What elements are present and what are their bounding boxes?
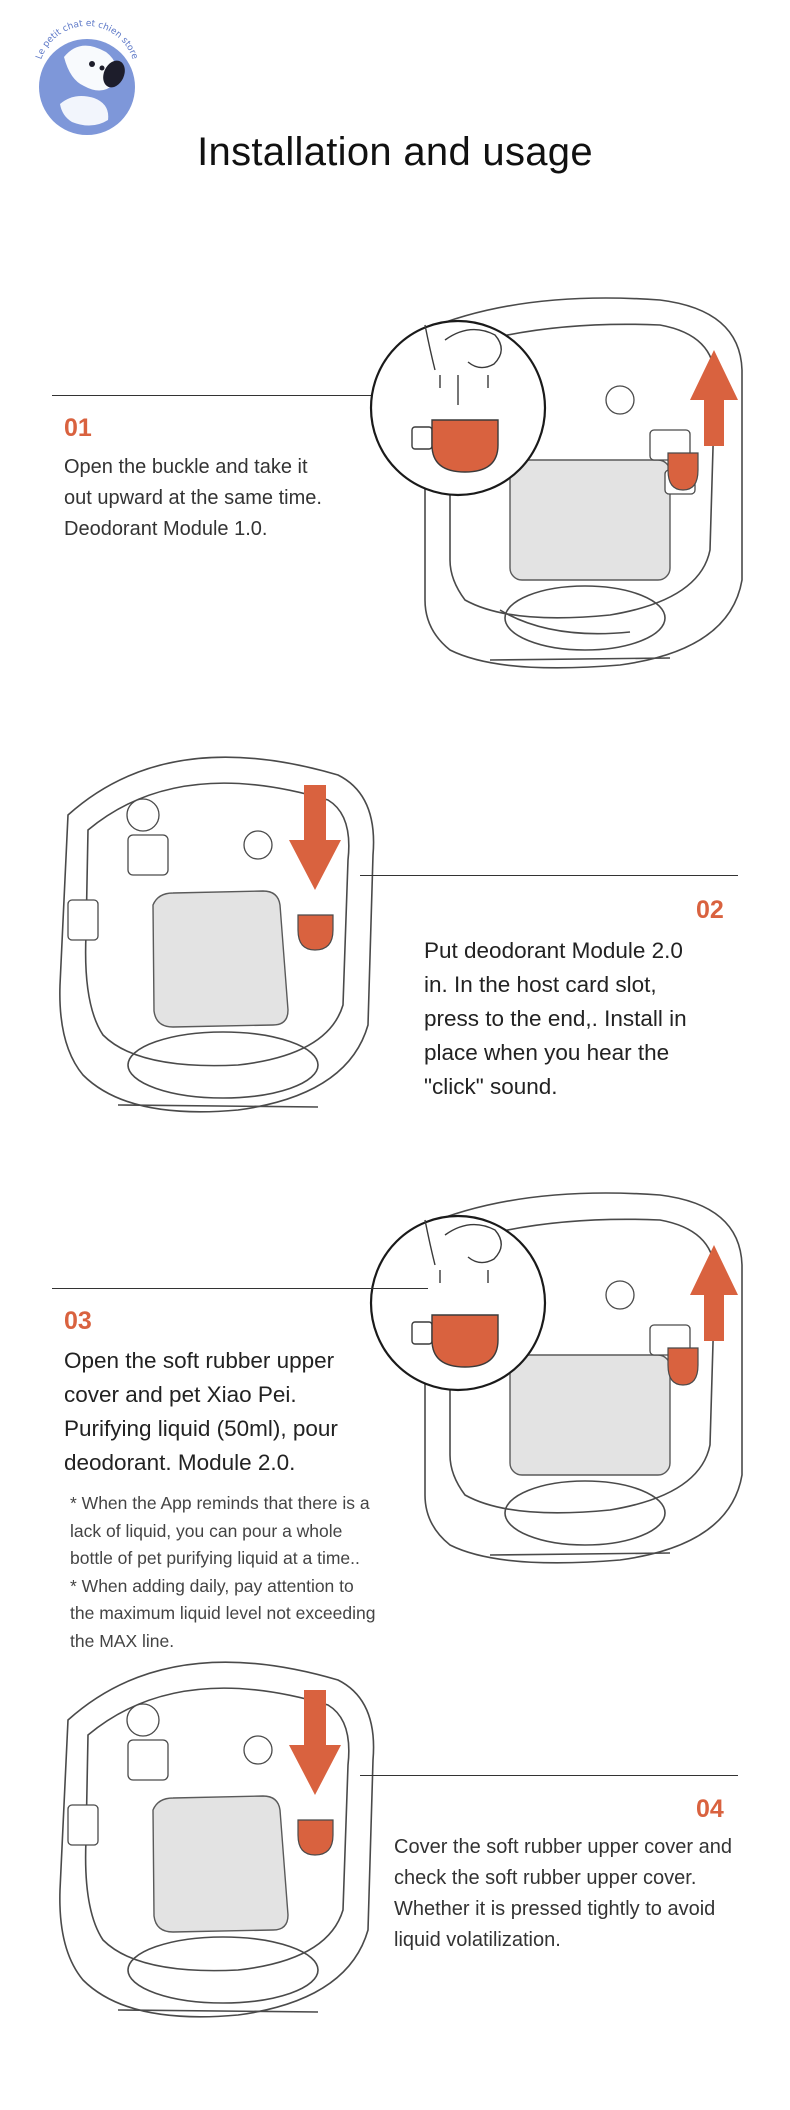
arrow-down-icon: [289, 785, 341, 890]
step-1-illustration: [369, 297, 743, 669]
step-2-line-4: place when you hear the: [424, 1040, 670, 1065]
step-4-module: [297, 1819, 334, 1856]
arrow-down-icon: [289, 1690, 341, 1795]
step-3-note-1: * When the App reminds that there is a: [70, 1493, 370, 1513]
step-4-line-2: check the soft rubber upper cover.: [394, 1867, 697, 1889]
step-3-note-6: the MAX line.: [70, 1630, 175, 1651]
step-3-line-4: deodorant. Module 2.0.: [64, 1450, 296, 1475]
step-3-illustration: [369, 1192, 743, 1564]
step-3-note-4: * When adding daily, pay attention to: [70, 1575, 354, 1596]
step-4-number: 04: [696, 1795, 724, 1823]
step-3-divider: [52, 1288, 428, 1289]
step-1-line-3: Deodorant Module 1.0.: [64, 518, 268, 540]
step-2-line-3: press to the end,. Install in: [424, 1006, 687, 1031]
step-2-line-1: Put deodorant Module 2.0: [424, 938, 683, 963]
step-3-zoom-circle: [369, 1214, 547, 1392]
step-1-module-zoom: [431, 419, 499, 473]
step-1-description: Open the buckle and take it out upward a…: [64, 452, 322, 545]
step-3-number: 03: [64, 1307, 92, 1335]
step-2-line-5: "click" sound.: [424, 1074, 558, 1099]
step-2-filter-pad: [152, 890, 289, 1028]
brand-logo: Le petit chat et chien store: [35, 19, 140, 135]
step-3-notes: * When the App reminds that there is a l…: [70, 1490, 375, 1655]
step-2-description: Put deodorant Module 2.0 in. In the host…: [424, 934, 687, 1104]
step-2-number: 02: [696, 896, 724, 924]
step-1-module-small: [667, 452, 699, 491]
step-2-divider: [360, 875, 738, 876]
step-4-line-3: Whether it is pressed tightly to avoid: [394, 1898, 716, 1920]
step-3-description: Open the soft rubber upper cover and pet…: [64, 1344, 338, 1480]
step-3-note-2: lack of liquid, you can pour a whole: [70, 1520, 343, 1541]
step-4-line-4: liquid volatilization.: [394, 1929, 561, 1951]
step-3-module-zoom: [431, 1314, 499, 1368]
step-3-module-small: [667, 1347, 699, 1386]
step-4-line-1: Cover the soft rubber upper cover and: [394, 1836, 732, 1858]
step-4-illustration: [59, 1661, 375, 2018]
step-1-number: 01: [64, 414, 92, 442]
step-3-note-3: bottle of pet purifying liquid at a time…: [70, 1548, 360, 1568]
step-3-note-5: the maximum liquid level not exceeding: [70, 1603, 376, 1623]
step-4-description: Cover the soft rubber upper cover and ch…: [394, 1832, 732, 1956]
step-2-illustration: [59, 756, 375, 1113]
step-1-filter-pad: [509, 459, 671, 581]
step-4-filter-pad: [152, 1795, 289, 1933]
step-2-module: [297, 914, 334, 951]
step-3-line-3: Purifying liquid (50ml), pour: [64, 1416, 338, 1441]
step-1-line-1: Open the buckle and take it: [64, 456, 308, 478]
step-3-filter-pad: [509, 1354, 671, 1476]
step-1-zoom-circle: [369, 319, 547, 497]
page-title: Installation and usage: [197, 130, 593, 174]
step-3-line-2: cover and pet Xiao Pei.: [64, 1382, 297, 1407]
step-3-line-1: Open the soft rubber upper: [64, 1348, 335, 1373]
step-2-line-2: in. In the host card slot,: [424, 972, 657, 997]
step-1-divider: [52, 395, 428, 396]
step-1-line-2: out upward at the same time.: [64, 487, 322, 509]
arrow-up-icon: [690, 350, 738, 446]
arrow-up-icon: [690, 1245, 738, 1341]
step-4-divider: [360, 1775, 738, 1776]
